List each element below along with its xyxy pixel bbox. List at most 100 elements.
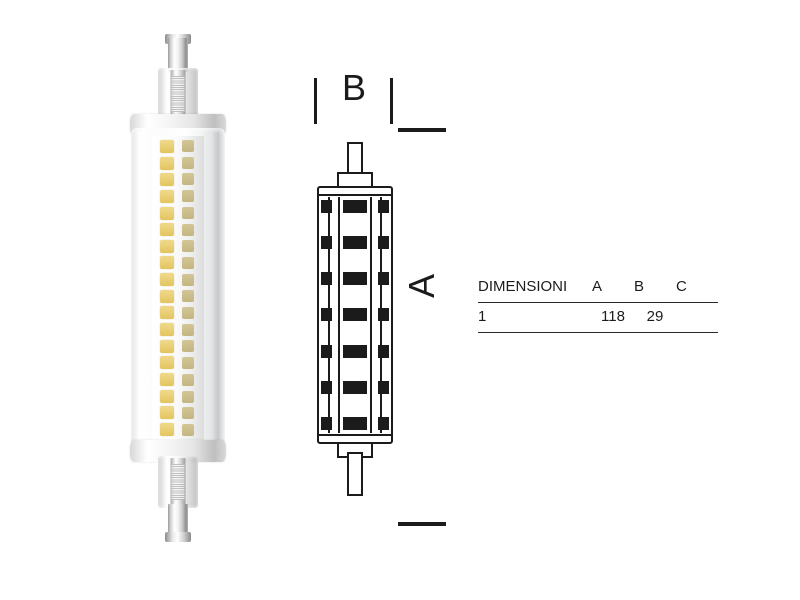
- technical-line-drawing: B A: [300, 60, 470, 540]
- led-chip-back: [182, 206, 194, 219]
- drawing-body-top-edge: [319, 194, 391, 196]
- table-rule-bottom: [478, 332, 718, 333]
- dimension-a-label: A: [401, 273, 442, 298]
- led-chip-back: [182, 223, 194, 236]
- led-chip-front: [160, 189, 174, 203]
- led-chip-front: [160, 239, 174, 253]
- drawing-led-mark: [343, 200, 367, 213]
- header-c: C: [676, 278, 687, 295]
- led-chip-back: [182, 240, 194, 253]
- cell-row-label: 1: [478, 308, 487, 325]
- drawing-led-mark: [378, 344, 389, 358]
- drawing-led-mark: [343, 236, 367, 250]
- led-chip-front: [160, 356, 174, 370]
- bottom-pin-cap: [165, 532, 191, 542]
- header-a: A: [592, 278, 603, 295]
- drawing-led-mark: [321, 236, 332, 250]
- top-contact-pin: [168, 38, 188, 72]
- led-chip-back: [182, 256, 194, 269]
- led-chip-front: [160, 156, 174, 170]
- drawing-bottom-pin: [347, 452, 363, 496]
- table-rule-top: [478, 302, 718, 303]
- drawing-led-mark: [378, 308, 389, 322]
- drawing-led-mark: [343, 308, 367, 322]
- drawing-led-mark: [321, 200, 332, 213]
- led-chip-back: [182, 357, 194, 370]
- bottom-shoulder: [130, 440, 226, 462]
- header-b: B: [634, 278, 645, 295]
- drawing-vertical-line-2: [338, 197, 340, 433]
- led-chip-front: [160, 173, 174, 187]
- led-chip-front: [160, 289, 174, 303]
- led-chip-back: [182, 340, 194, 353]
- drawing-led-mark: [321, 380, 332, 394]
- led-chip-front: [160, 406, 174, 420]
- drawing-led-mark: [343, 416, 367, 430]
- led-chip-front: [160, 256, 174, 270]
- led-chip-back: [182, 156, 194, 169]
- drawing-led-row: [319, 308, 391, 322]
- drawing-led-row: [319, 200, 391, 213]
- drawing-led-row: [319, 236, 391, 250]
- drawing-led-row: [319, 380, 391, 394]
- led-chip-back: [182, 273, 194, 286]
- product-photo-r7s-led-tube: [118, 28, 238, 548]
- drawing-led-row: [319, 416, 391, 430]
- led-chip-back: [182, 190, 194, 203]
- led-chip-back: [182, 390, 194, 403]
- led-chip-back: [182, 407, 194, 420]
- drawing-body-bottom-edge: [319, 434, 391, 436]
- drawing-led-mark: [321, 344, 332, 358]
- drawing-led-row: [319, 344, 391, 358]
- top-knurl-texture: [171, 76, 185, 112]
- led-chip-front: [160, 372, 174, 386]
- cell-c: [676, 303, 718, 332]
- table-header-row: DIMENSIONI A B C: [478, 278, 718, 302]
- led-chip-back: [182, 290, 194, 303]
- led-chip-back: [182, 373, 194, 386]
- led-chip-front: [160, 206, 174, 220]
- drawing-vertical-line-3: [370, 197, 372, 433]
- led-chip-front: [160, 140, 174, 153]
- led-board: [152, 136, 204, 440]
- led-chip-back: [182, 323, 194, 336]
- led-chip-front: [160, 422, 174, 436]
- table-row: 1 118 29: [478, 303, 718, 332]
- led-chip-front: [160, 389, 174, 403]
- drawing-led-mark: [343, 272, 367, 286]
- led-chip-front: [160, 306, 174, 320]
- drawing-led-mark: [378, 416, 389, 430]
- drawing-led-row: [319, 272, 391, 286]
- led-chip-front: [160, 339, 174, 353]
- led-column-front: [160, 140, 174, 436]
- dimension-b-label: B: [341, 67, 366, 108]
- led-chip-back: [182, 173, 194, 186]
- led-chip-back: [182, 140, 194, 152]
- led-chip-back: [182, 307, 194, 320]
- bottom-glass-collar: [158, 456, 198, 508]
- drawing-led-mark: [378, 380, 389, 394]
- led-chip-front: [160, 273, 174, 287]
- dimensions-table: DIMENSIONI A B C 1 118 29: [478, 278, 718, 333]
- drawing-led-mark: [321, 308, 332, 322]
- dimension-a-tick-top: [398, 128, 446, 132]
- bottom-contact-pin: [168, 504, 188, 538]
- cell-a: 118: [601, 308, 625, 325]
- drawing-led-grid: [319, 200, 391, 430]
- led-chip-back: [182, 423, 194, 436]
- led-chip-front: [160, 323, 174, 337]
- drawing-led-mark: [378, 236, 389, 250]
- cell-b: 29: [646, 308, 664, 325]
- drawing-led-mark: [343, 344, 367, 358]
- dimension-a-tick-bottom: [398, 522, 446, 526]
- dimension-b-tick-left: [314, 78, 317, 124]
- bottom-knurl-texture: [171, 464, 185, 500]
- drawing-led-mark: [321, 416, 332, 430]
- drawing-led-mark: [343, 380, 367, 394]
- dimension-b-tick-right: [390, 78, 393, 124]
- led-column-back: [182, 140, 194, 436]
- drawing-led-mark: [321, 272, 332, 286]
- header-dimensioni: DIMENSIONI: [478, 278, 568, 295]
- drawing-led-mark: [378, 272, 389, 286]
